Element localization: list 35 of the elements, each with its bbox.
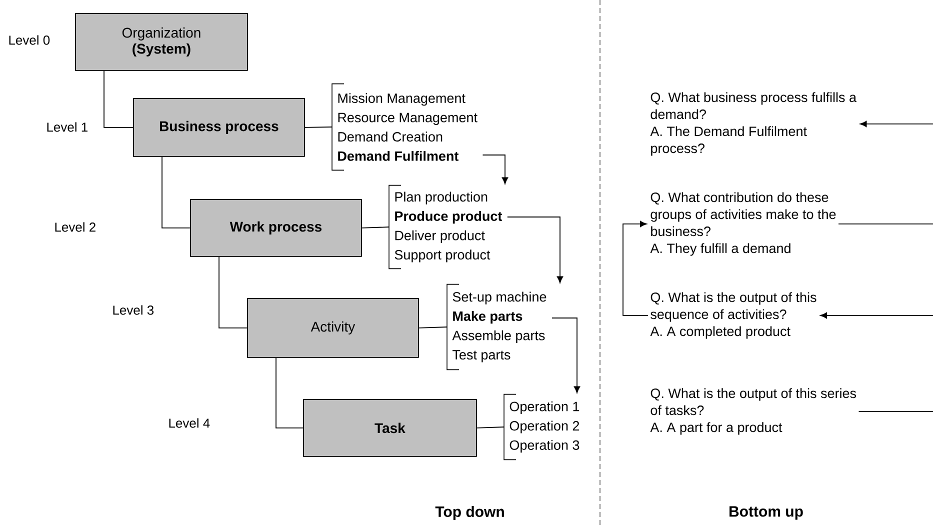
connector-line [361, 226, 390, 228]
process-box: Activity [247, 298, 419, 358]
arrow [482, 154, 508, 184]
connector-line [476, 426, 504, 428]
arrow [622, 220, 648, 316]
bracketed-list: Operation 1 Operation 2 Operation 3 [504, 394, 580, 460]
process-box: Task [303, 399, 477, 457]
arrow [552, 318, 580, 394]
section-heading: Bottom up [730, 506, 803, 520]
connector-line [162, 156, 190, 228]
arrow [860, 120, 933, 128]
level-label: Level 4 [169, 418, 210, 428]
process-box: Work process [190, 199, 362, 257]
question-answer-text: Q. What is the output of this series of tasks? A. A part for a product [650, 388, 856, 435]
connector-line [858, 411, 933, 412]
connector-line [218, 256, 248, 328]
arrow [506, 216, 564, 284]
connector-line [276, 357, 304, 428]
connector-line [304, 126, 332, 128]
level-label: Level 0 [9, 35, 50, 45]
question-answer-text: Q. What business process fulfills a demand? A. The Demand Fulfilment process? [650, 92, 857, 156]
question-answer-text: Q. What is the output of this sequence of activities? A. A completed product [650, 292, 816, 339]
bracketed-list: Plan production Produce product Deliver product Support product [388, 184, 502, 270]
process-box: Business process [133, 98, 305, 157]
connector-line [104, 70, 134, 128]
bracketed-list: Mission Management Resource Management Demand Creation Demand Fulfilment [332, 83, 478, 171]
bracketed-list: Set-up machine Make parts Assemble parts Test parts [446, 284, 546, 370]
connector-line [418, 326, 448, 328]
level-label: Level 2 [55, 222, 96, 232]
level-label: Level 3 [113, 305, 154, 315]
section-heading: Top down [435, 506, 504, 520]
process-box: Organization (System) [75, 13, 248, 71]
question-answer-text: Q. What contribution do these groups of activities make to the business? A. They fulfill a demand [650, 192, 836, 256]
level-label: Level 1 [47, 122, 88, 132]
arrow [820, 312, 933, 319]
